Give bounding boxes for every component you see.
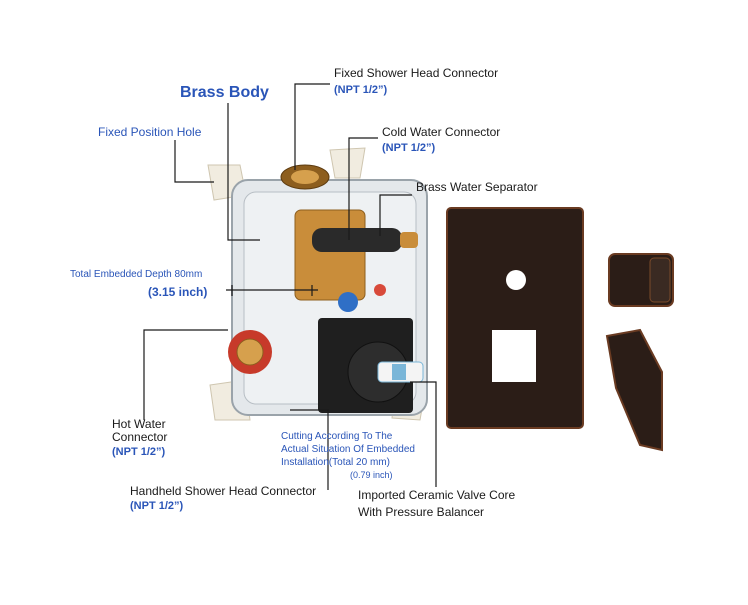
hot-water-label-1: Hot Water bbox=[112, 417, 166, 431]
callout-lines bbox=[143, 83, 437, 490]
cutting-line-2: Actual Situation Of Embedded bbox=[281, 444, 415, 455]
handle-cap bbox=[608, 253, 674, 307]
handle-lever bbox=[605, 328, 663, 452]
handheld-npt: (NPT 1/2”) bbox=[130, 500, 184, 512]
cutting-line-3: Installation(Total 20 mm) bbox=[281, 457, 390, 468]
trim-plate bbox=[446, 207, 584, 429]
embedded-depth-inch: (3.15 inch) bbox=[148, 285, 208, 299]
cold-water-npt: (NPT 1/2”) bbox=[382, 142, 436, 154]
valve-core-label-1: Imported Ceramic Valve Core bbox=[358, 488, 516, 502]
cold-water-label: Cold Water Connector bbox=[382, 125, 501, 139]
fixed-shower-head-npt: (NPT 1/2”) bbox=[334, 84, 388, 96]
hot-water-npt: (NPT 1/2”) bbox=[112, 446, 166, 458]
cutting-line-1: Cutting According To The bbox=[281, 431, 393, 442]
valve-body bbox=[207, 147, 428, 421]
hot-water-label-2: Connector bbox=[112, 430, 168, 444]
handheld-label: Handheld Shower Head Connector bbox=[130, 484, 317, 498]
embedded-depth-label: Total Embedded Depth 80mm bbox=[70, 269, 203, 280]
cutting-line-4: (0.79 inch) bbox=[350, 470, 393, 480]
fixed-shower-head-label: Fixed Shower Head Connector bbox=[334, 66, 499, 80]
fixed-position-hole-label: Fixed Position Hole bbox=[98, 125, 202, 139]
valve-core-label-2: With Pressure Balancer bbox=[358, 505, 485, 519]
brass-separator-label: Brass Water Separator bbox=[416, 180, 538, 194]
brass-body-label: Brass Body bbox=[180, 84, 269, 101]
